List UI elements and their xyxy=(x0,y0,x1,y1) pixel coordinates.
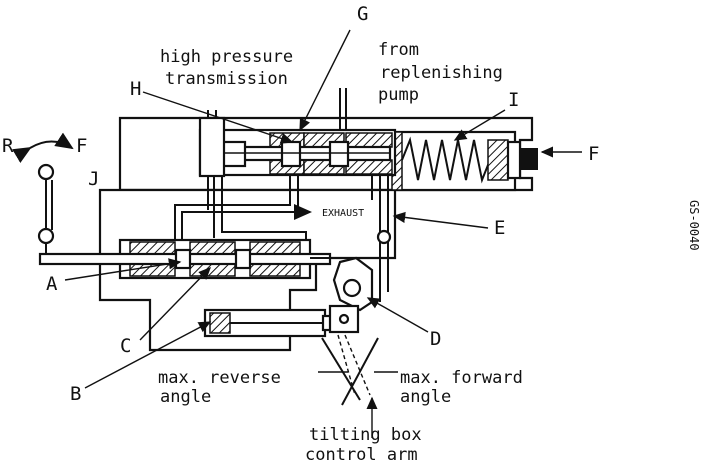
callout-d: D xyxy=(430,328,441,350)
linkage-cam[interactable] xyxy=(321,176,392,406)
top-spool xyxy=(198,88,397,177)
piston-cylinder xyxy=(203,308,343,338)
spring-coil xyxy=(401,136,491,184)
label-max-forward-2: angle xyxy=(400,387,451,407)
label-high-pressure-2: transmission xyxy=(165,69,288,89)
lower-spool xyxy=(38,238,345,280)
callout-a: A xyxy=(46,273,58,295)
manual-lever[interactable] xyxy=(12,132,74,256)
label-from-1: from xyxy=(378,40,419,60)
callout-c: C xyxy=(120,335,131,357)
leader-lines xyxy=(64,29,582,438)
callout-j: J xyxy=(88,168,99,190)
label-from-2: replenishing xyxy=(380,63,503,83)
callout-g: G xyxy=(357,3,368,25)
callout-b: B xyxy=(70,383,81,405)
label-tilting-1: tilting box xyxy=(309,425,422,445)
callout-e: E xyxy=(494,217,505,239)
callout-f-right: F xyxy=(588,143,599,165)
callout-f-left: F xyxy=(76,135,87,157)
callout-r: R xyxy=(2,135,14,157)
label-tilting-2: control arm xyxy=(305,445,418,465)
callout-h: H xyxy=(130,78,141,100)
label-max-reverse-1: max. reverse xyxy=(158,368,281,388)
label-high-pressure-1: high pressure xyxy=(160,47,293,67)
spring-housing xyxy=(391,130,538,192)
label-max-forward-1: max. forward xyxy=(400,368,523,388)
passages xyxy=(174,175,381,240)
label-ref-code: GS-0040 xyxy=(687,200,701,251)
label-max-reverse-2: angle xyxy=(160,387,211,407)
callout-i: I xyxy=(508,89,519,111)
label-from-3: pump xyxy=(378,85,419,105)
label-exhaust: EXHAUST xyxy=(322,208,364,219)
